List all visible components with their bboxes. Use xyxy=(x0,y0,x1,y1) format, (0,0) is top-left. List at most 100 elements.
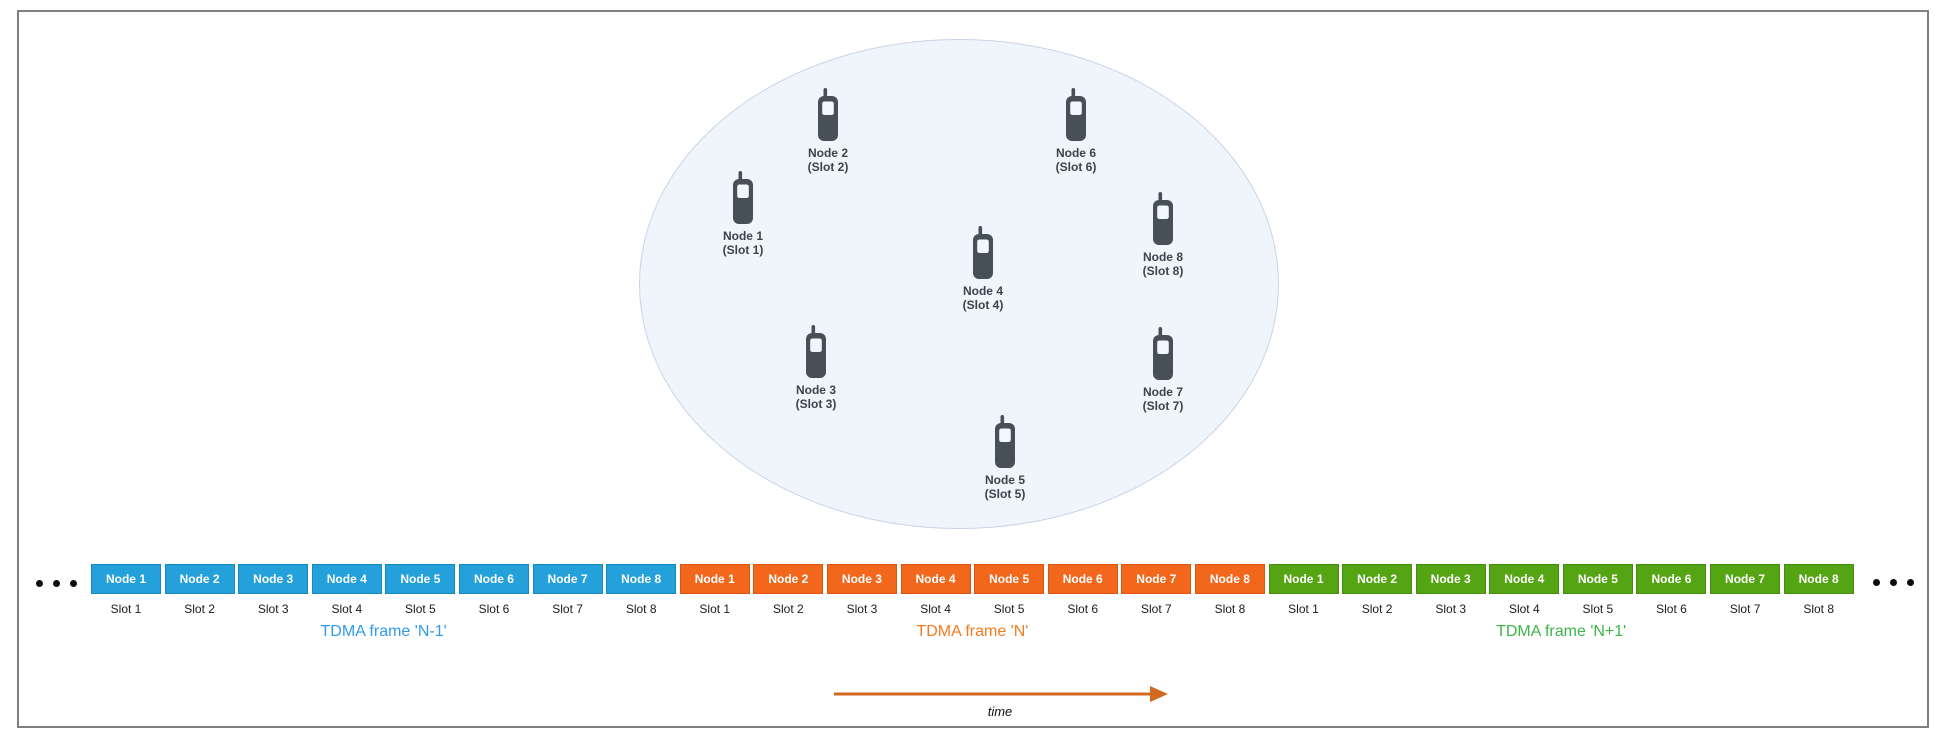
slot-node-box: Node 1 xyxy=(1268,564,1339,594)
node-slot-label: (Slot 5) xyxy=(984,486,1026,501)
slot-caption: Slot 7 xyxy=(1729,602,1761,616)
slot-caption: Slot 1 xyxy=(1288,602,1319,616)
slot-node-box: Node 8 xyxy=(1194,564,1265,594)
tdma-slot-cell: Node 3 Slot 3 xyxy=(1415,564,1486,616)
time-axis-arrow: time xyxy=(834,686,1168,719)
network-node: Node 3(Slot 3) xyxy=(771,325,861,411)
tdma-frame-label: TDMA frame 'N-1' xyxy=(320,623,447,640)
mobile-phone-icon xyxy=(973,226,993,279)
ellipsis-dot xyxy=(53,580,60,587)
slot-caption: Slot 4 xyxy=(1508,602,1540,616)
tdma-slot-cell: Node 2 Slot 2 xyxy=(1342,564,1413,616)
network-node: Node 5(Slot 5) xyxy=(960,415,1050,501)
tdma-frame-labels: TDMA frame 'N-1' TDMA frame 'N' TDMA frame… xyxy=(91,623,1854,641)
tdma-slot-cell: Node 5 Slot 5 xyxy=(974,564,1045,616)
node-name: Node 7 xyxy=(1142,385,1183,399)
slot-caption: Slot 4 xyxy=(331,602,363,616)
slot-node-box: Node 3 xyxy=(238,564,309,594)
network-node: Node 6(Slot 6) xyxy=(1031,88,1121,174)
tdma-slot-cell: Node 8 Slot 8 xyxy=(606,564,677,616)
slot-caption: Slot 8 xyxy=(625,602,657,616)
tdma-frame-label: TDMA frame 'N+1' xyxy=(1496,623,1627,640)
node-name: Node 5 xyxy=(984,473,1025,487)
tdma-slot-cell: Node 3 Slot 3 xyxy=(826,564,897,616)
mobile-phone-icon xyxy=(1066,88,1086,141)
tdma-slot-cell: Node 8 Slot 8 xyxy=(1194,564,1265,616)
node-slot-label: (Slot 2) xyxy=(807,159,849,174)
ellipsis-dot xyxy=(1873,579,1880,586)
node-slot-label: (Slot 1) xyxy=(722,242,764,257)
node-name: Node 2 xyxy=(807,146,848,160)
node-slot-label: (Slot 4) xyxy=(962,297,1004,312)
slot-node-box: Node 5 xyxy=(385,564,456,594)
slot-caption: Slot 3 xyxy=(257,602,289,616)
slot-node-box: Node 3 xyxy=(1415,564,1486,594)
node-slot-label: (Slot 6) xyxy=(1055,159,1097,174)
ellipsis-dot xyxy=(1907,579,1914,586)
slot-caption: Slot 6 xyxy=(1067,602,1099,616)
slot-caption: Slot 3 xyxy=(846,602,878,616)
tdma-slot-cell: Node 5 Slot 5 xyxy=(1562,564,1633,616)
tdma-frame-label: TDMA frame 'N' xyxy=(916,623,1029,640)
slot-node-box: Node 8 xyxy=(1783,564,1854,594)
left-ellipsis xyxy=(36,580,77,587)
slot-node-box: Node 7 xyxy=(1121,564,1192,594)
mobile-phone-icon xyxy=(1153,327,1173,380)
slot-node-box: Node 4 xyxy=(900,564,971,594)
network-area-ellipse xyxy=(639,39,1279,529)
mobile-phone-icon xyxy=(1153,192,1173,245)
slot-node-box: Node 7 xyxy=(1710,564,1781,594)
slot-node-box: Node 5 xyxy=(1562,564,1633,594)
node-slot-label: (Slot 3) xyxy=(795,396,837,411)
tdma-slot-cell: Node 4 Slot 4 xyxy=(1489,564,1560,616)
slot-node-box: Node 6 xyxy=(1636,564,1707,594)
tdma-slot-cell: Node 6 Slot 6 xyxy=(1047,564,1118,616)
ellipsis-dot xyxy=(70,580,77,587)
ellipsis-dot xyxy=(36,580,43,587)
slot-caption: Slot 8 xyxy=(1803,602,1834,616)
node-name: Node 6 xyxy=(1055,146,1096,160)
slot-node-box: Node 3 xyxy=(826,564,897,594)
slot-node-box: Node 5 xyxy=(974,564,1045,594)
slot-caption: Slot 2 xyxy=(184,602,215,616)
slot-node-box: Node 2 xyxy=(1342,564,1413,594)
slot-caption: Slot 2 xyxy=(1361,602,1393,616)
tdma-slot-cell: Node 1 Slot 1 xyxy=(1268,564,1339,616)
slot-node-box: Node 8 xyxy=(606,564,677,594)
slot-caption: Slot 5 xyxy=(1582,602,1614,616)
slot-caption: Slot 5 xyxy=(993,602,1025,616)
node-name: Node 3 xyxy=(795,383,836,397)
node-name: Node 1 xyxy=(722,229,763,243)
slot-caption: Slot 3 xyxy=(1435,602,1467,616)
slot-node-box: Node 7 xyxy=(532,564,603,594)
slot-caption: Slot 2 xyxy=(773,602,804,616)
tdma-slot-cell: Node 3 Slot 3 xyxy=(238,564,309,616)
slot-node-box: Node 6 xyxy=(458,564,529,594)
slot-node-box: Node 1 xyxy=(91,564,161,594)
slot-caption: Slot 8 xyxy=(1214,602,1246,616)
slot-node-box: Node 6 xyxy=(1047,564,1118,594)
node-name: Node 8 xyxy=(1142,250,1183,264)
slot-caption: Slot 1 xyxy=(110,602,142,616)
mobile-phone-icon xyxy=(995,415,1015,468)
right-ellipsis xyxy=(1873,579,1914,586)
node-name: Node 4 xyxy=(962,284,1003,298)
slot-caption: Slot 7 xyxy=(552,602,583,616)
slot-node-box: Node 4 xyxy=(1489,564,1560,594)
ellipsis-dot xyxy=(1890,579,1897,586)
mobile-phone-icon xyxy=(818,88,838,141)
network-node: Node 4(Slot 4) xyxy=(938,226,1028,312)
mobile-phone-icon xyxy=(806,325,826,378)
network-node: Node 2(Slot 2) xyxy=(783,88,873,174)
diagram-border: Node 1(Slot 1)Node 2(Slot 2)Node 3(Slot … xyxy=(17,10,1929,728)
